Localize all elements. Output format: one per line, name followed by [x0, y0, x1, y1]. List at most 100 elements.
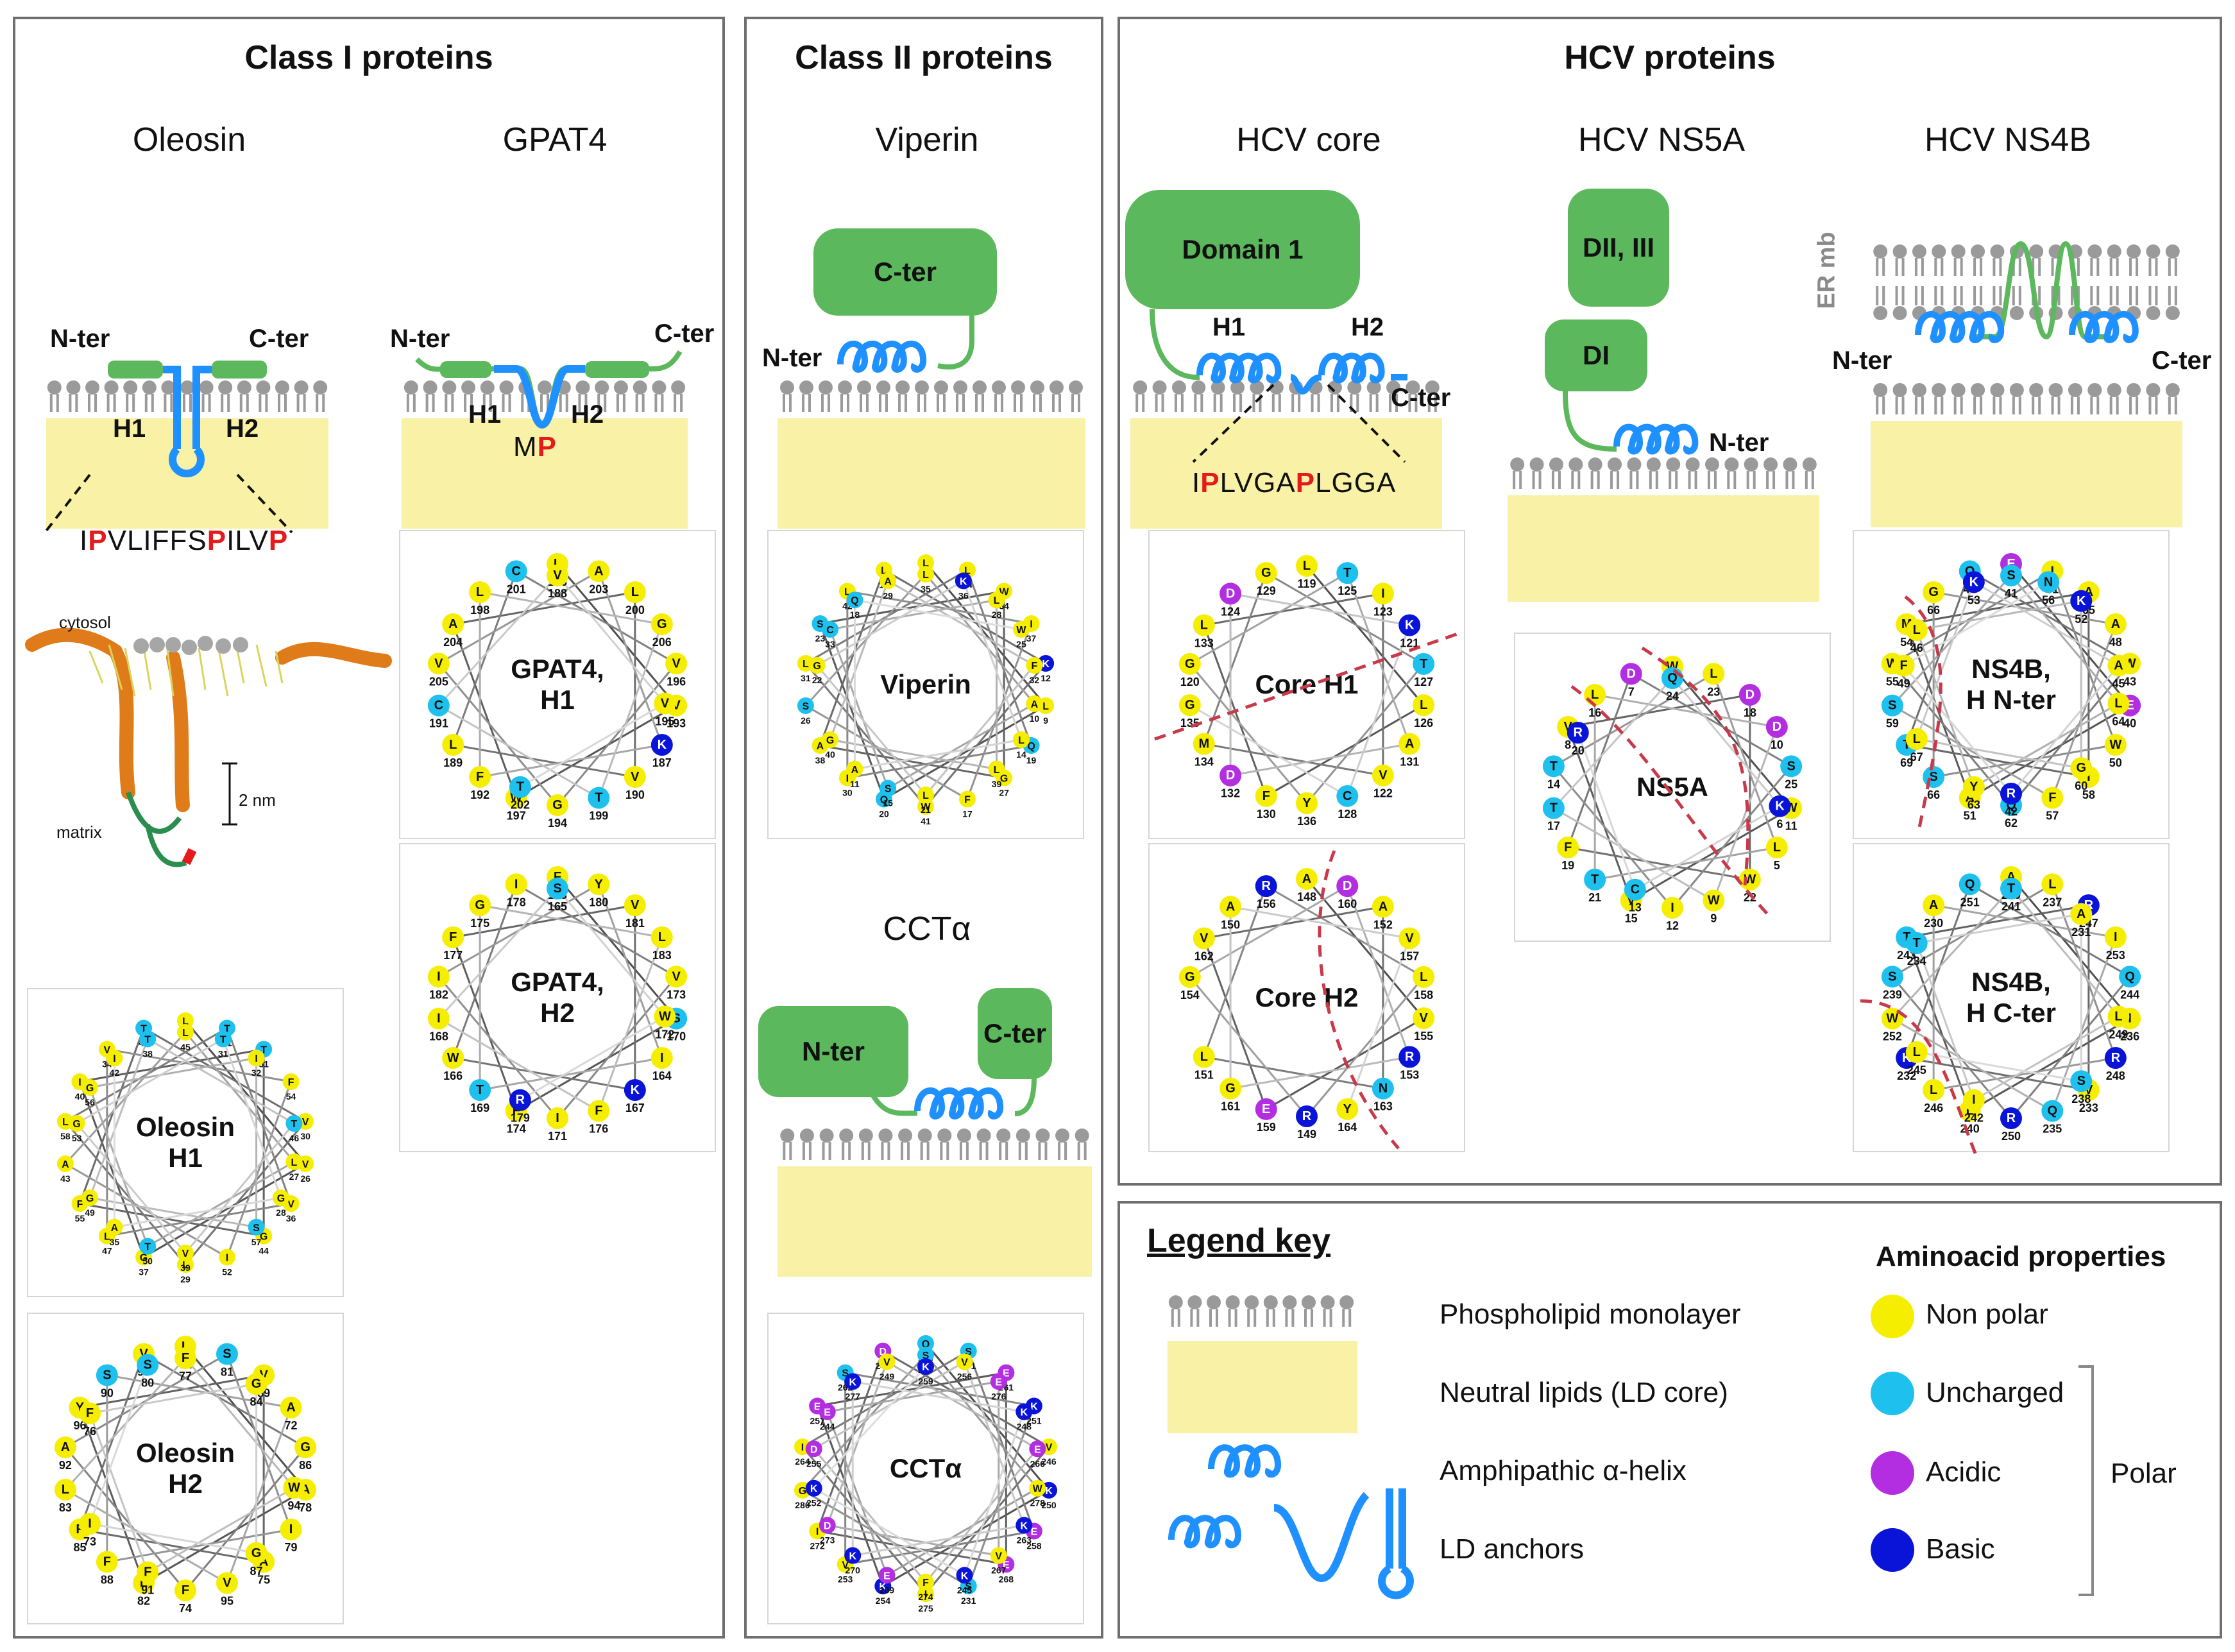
residue-letter: F: [476, 770, 484, 784]
residue-letter: D: [1626, 667, 1635, 681]
wheel-link: [2010, 888, 2120, 1018]
lipid-molecule: [819, 380, 833, 412]
wheel-link: [924, 663, 1047, 807]
wheel-link: [184, 1123, 295, 1254]
residue-dot: [917, 1574, 934, 1590]
residue-number: 270: [846, 1565, 861, 1576]
lipid-molecule: [1366, 380, 1381, 412]
residue-letter: G: [826, 735, 834, 746]
lipid-molecule: [839, 1128, 854, 1160]
wheel-link: [226, 1027, 292, 1204]
residue-dot: [917, 1358, 934, 1375]
residue-dot: [588, 873, 610, 896]
residue-dot: [427, 1007, 450, 1030]
residue-letter: I: [2051, 564, 2055, 578]
wheel-link: [1973, 703, 2120, 788]
residue-number: 27: [999, 788, 1009, 798]
lipid-molecule: [1666, 457, 1681, 489]
residue-number: 131: [1400, 756, 1419, 769]
wheel-link: [886, 1487, 1039, 1576]
cct-title: CCTα: [883, 910, 971, 948]
sequence-segment: P: [207, 525, 227, 556]
residue-letter: I: [1381, 586, 1385, 600]
wheel-link: [515, 883, 677, 978]
lipid-molecule: [878, 1128, 893, 1160]
residue-dot: [1016, 1517, 1033, 1534]
residue-dot: [137, 1561, 159, 1583]
residue-dot: [177, 1245, 194, 1261]
wheel-residue: S15: [880, 779, 897, 808]
wheel-residue: L14: [1012, 731, 1030, 760]
residue-letter: S: [253, 1223, 260, 1234]
residue-number: 10: [1771, 738, 1783, 751]
residue-dot: [54, 1436, 76, 1459]
wheel-residue: S59: [1881, 694, 1903, 730]
residue-dot: [878, 1567, 896, 1584]
wheel-link: [147, 1486, 295, 1573]
residue-dot: [1016, 1403, 1033, 1420]
residue-letter: R: [1405, 1050, 1415, 1064]
residue-number: 168: [429, 1030, 448, 1043]
residue-number: 78: [299, 1501, 312, 1514]
residue-letter: A: [2077, 907, 2086, 921]
residue-letter: D: [1226, 769, 1235, 783]
lipid-molecule: [2009, 383, 2024, 414]
wheel-link: [805, 704, 968, 800]
wheel-link: [924, 574, 1035, 704]
legend-nonpolar-dot: [1871, 1295, 1914, 1338]
residue-dot: [1372, 764, 1394, 787]
residue-number: 123: [1373, 605, 1393, 618]
legend-aa-nonpolar: Non polar: [1926, 1299, 2048, 1330]
lipid-molecule: [1912, 383, 1926, 414]
residue-dot: [1542, 797, 1565, 819]
wheel-residue: T46: [285, 1115, 303, 1143]
lipid-molecule: [2165, 244, 2180, 276]
wheel-title: GPAT4,: [511, 654, 604, 684]
residue-number: 234: [1907, 955, 1926, 967]
residue-number: 244: [2120, 988, 2139, 1001]
residue-dot: [442, 613, 464, 635]
residue-number: 158: [1414, 989, 1433, 1001]
residue-number: 258: [1026, 1541, 1042, 1551]
residue-number: 53: [1967, 593, 1980, 606]
residue-dot: [547, 794, 568, 816]
wheel-residue: W94: [283, 1476, 305, 1512]
lipid-molecule: [556, 380, 571, 412]
residue-dot: [214, 1030, 232, 1048]
wheel-link: [1933, 744, 2116, 778]
wheel-link: [820, 744, 1005, 779]
residue-dot: [1255, 562, 1277, 584]
wheel-link: [802, 1489, 969, 1587]
residue-number: 33: [825, 639, 835, 649]
legend-aa-basic: Basic: [1926, 1533, 1995, 1565]
wheel-link: [967, 1405, 1035, 1587]
ns4b-helices: [1915, 241, 2139, 343]
residue-dot: [1255, 1098, 1277, 1120]
residue-number: 174: [507, 1123, 526, 1136]
residue-number: 169: [470, 1102, 489, 1114]
residue-letter: D: [1772, 720, 1781, 734]
residue-dot: [174, 1347, 196, 1369]
residue-letter: G: [475, 898, 485, 912]
wheel-link: [1916, 600, 2082, 631]
wheel-link: [882, 1350, 1050, 1448]
residue-letter: K: [880, 1581, 887, 1592]
residue-number: 39: [180, 1263, 191, 1273]
residue-number: 22: [812, 675, 822, 685]
wheel-residue: G87: [245, 1542, 268, 1578]
residue-dot: [547, 878, 568, 899]
residue-number: 31: [801, 673, 811, 683]
residue-number: 12: [1666, 919, 1679, 932]
wheel-link: [89, 1364, 149, 1524]
cct-membrane: [780, 1128, 1089, 1160]
